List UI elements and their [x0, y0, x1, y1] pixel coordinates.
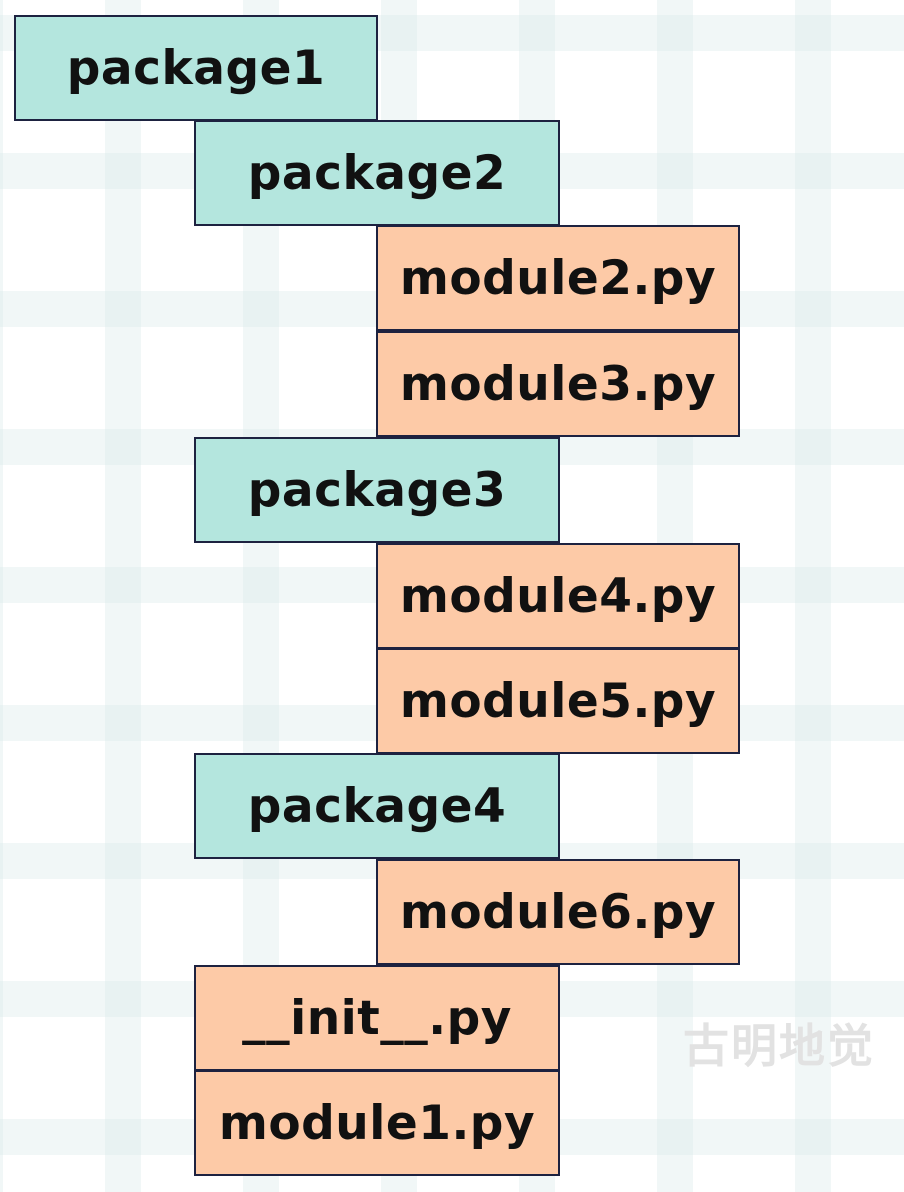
- node-label: package3: [247, 462, 507, 518]
- package2-node: package2: [194, 120, 560, 226]
- node-label: module3.py: [399, 356, 717, 412]
- node-label: module5.py: [399, 673, 717, 729]
- module4-py-node: module4.py: [376, 543, 740, 649]
- node-label: module2.py: [399, 250, 717, 306]
- package3-node: package3: [194, 437, 560, 543]
- module3-py-node: module3.py: [376, 331, 740, 437]
- module2-py-node: module2.py: [376, 225, 740, 331]
- init-py-node: __init__.py: [194, 965, 560, 1071]
- package4-node: package4: [194, 753, 560, 859]
- node-label: package2: [247, 145, 507, 201]
- package1-node: package1: [14, 15, 378, 121]
- module5-py-node: module5.py: [376, 648, 740, 754]
- node-label: module1.py: [218, 1095, 536, 1151]
- node-label: module4.py: [399, 568, 717, 624]
- node-label: __init__.py: [242, 990, 512, 1046]
- watermark-text: 古明地觉: [683, 1019, 875, 1073]
- node-label: package1: [66, 40, 326, 96]
- node-label: module6.py: [399, 884, 717, 940]
- node-label: package4: [247, 778, 507, 834]
- module1-py-node: module1.py: [194, 1070, 560, 1176]
- module6-py-node: module6.py: [376, 859, 740, 965]
